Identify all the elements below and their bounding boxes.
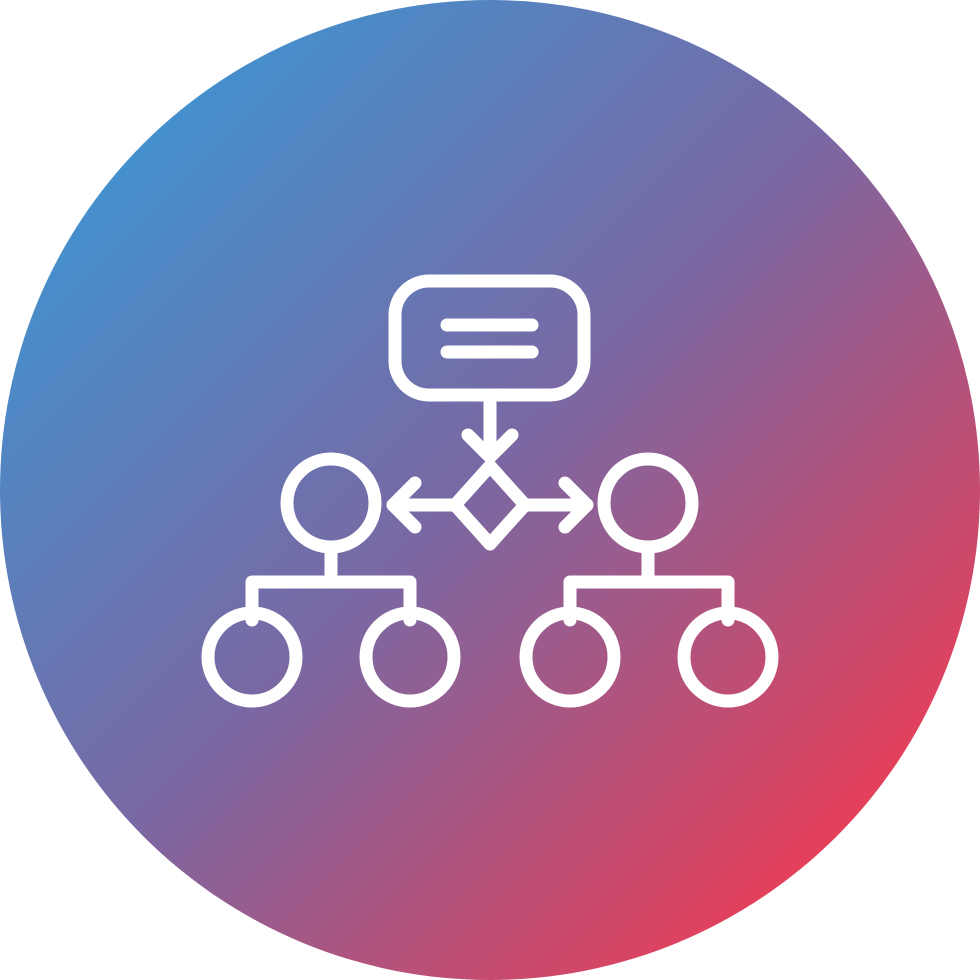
- arrow-down-icon: [461, 388, 519, 464]
- arrow-right-icon: [518, 476, 594, 534]
- left-tree-icon: [201, 452, 461, 708]
- arrow-left-icon: [386, 476, 462, 534]
- right-tree-icon: [519, 452, 779, 708]
- decision-diamond-icon: [448, 459, 532, 551]
- flowchart-icon: [201, 274, 779, 708]
